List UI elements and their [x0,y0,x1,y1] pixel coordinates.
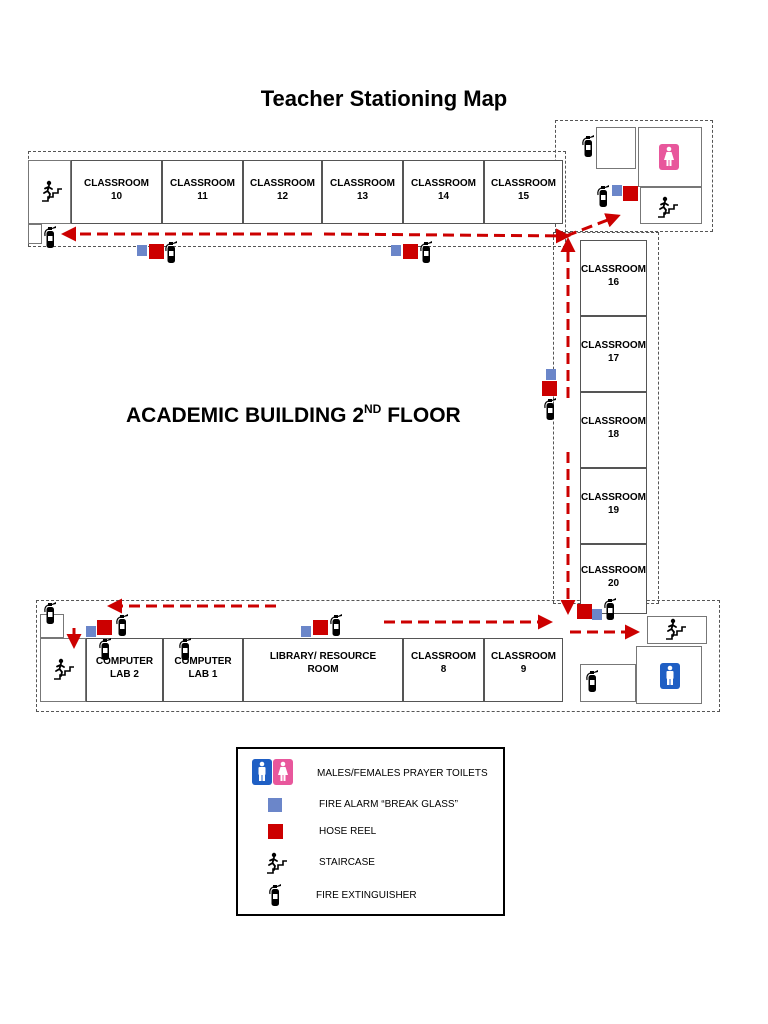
small-cell [28,224,42,244]
evacuation-arrow [323,228,571,244]
bottom-wing [36,600,720,712]
legend-staircase-label: STAIRCASE [319,857,375,868]
fire-extinguisher-icon [585,668,599,694]
legend-toilets-label: MALES/FEMALES PRAYER TOILETS [317,768,488,779]
extinguisher-cell-right [580,664,636,702]
hose-reel-icon [268,824,283,839]
fire-extinguisher-icon [543,396,557,422]
fire-extinguisher-icon [603,596,617,622]
evacuation-arrow [565,213,621,238]
legend-alarm-label: FIRE ALARM “BREAK GLASS” [319,799,458,810]
staircase-icon [656,196,680,218]
male-toilet-icon [660,663,680,689]
hose-reel-icon [623,186,638,201]
fire-alarm-icon [301,626,311,637]
hose-reel-icon [403,244,418,259]
fire-extinguisher-icon [596,183,610,209]
extinguisher-cell [596,127,636,169]
legend-extinguisher-label: FIRE EXTINGUISHER [316,890,417,901]
fire-alarm-icon [391,245,401,256]
page-title: Teacher Stationing Map [260,86,508,111]
hose-reel-icon [313,620,328,635]
staircase-icon [52,658,76,680]
fire-extinguisher-icon [268,882,282,908]
fire-extinguisher-icon [164,239,178,265]
legend: MALES/FEMALES PRAYER TOILETS FIRE ALARM … [236,747,505,916]
legend-hose-label: HOSE REEL [319,826,377,837]
fire-alarm-icon [546,369,556,380]
hose-reel-icon [97,620,112,635]
fire-extinguisher-icon [178,636,192,662]
staircase-icon [664,618,688,640]
staircase-cell-top-right [640,187,702,224]
floor-title: ACADEMIC BUILDING 2ND FLOOR [126,402,461,427]
female-toilet-icon [659,144,679,170]
fire-extinguisher-icon [581,133,595,159]
male-toilet-icon [252,759,272,785]
fire-extinguisher-icon [98,636,112,662]
fire-alarm-icon [137,245,147,256]
staircase-icon [40,180,64,202]
staircase-icon [265,852,289,874]
staircase-cell-bottom-right [647,616,707,644]
fire-alarm-icon [86,626,96,637]
fire-alarm-icon [612,185,622,196]
fire-alarm-icon [268,798,282,812]
hose-reel-icon [542,381,557,396]
fire-extinguisher-icon [43,224,57,250]
female-toilet-icon [273,759,293,785]
fire-extinguisher-icon [329,612,343,638]
fire-extinguisher-icon [419,239,433,265]
fire-extinguisher-icon [43,600,57,626]
hose-reel-icon [577,604,592,619]
fire-extinguisher-icon [115,612,129,638]
hose-reel-icon [149,244,164,259]
fire-alarm-icon [592,609,602,620]
